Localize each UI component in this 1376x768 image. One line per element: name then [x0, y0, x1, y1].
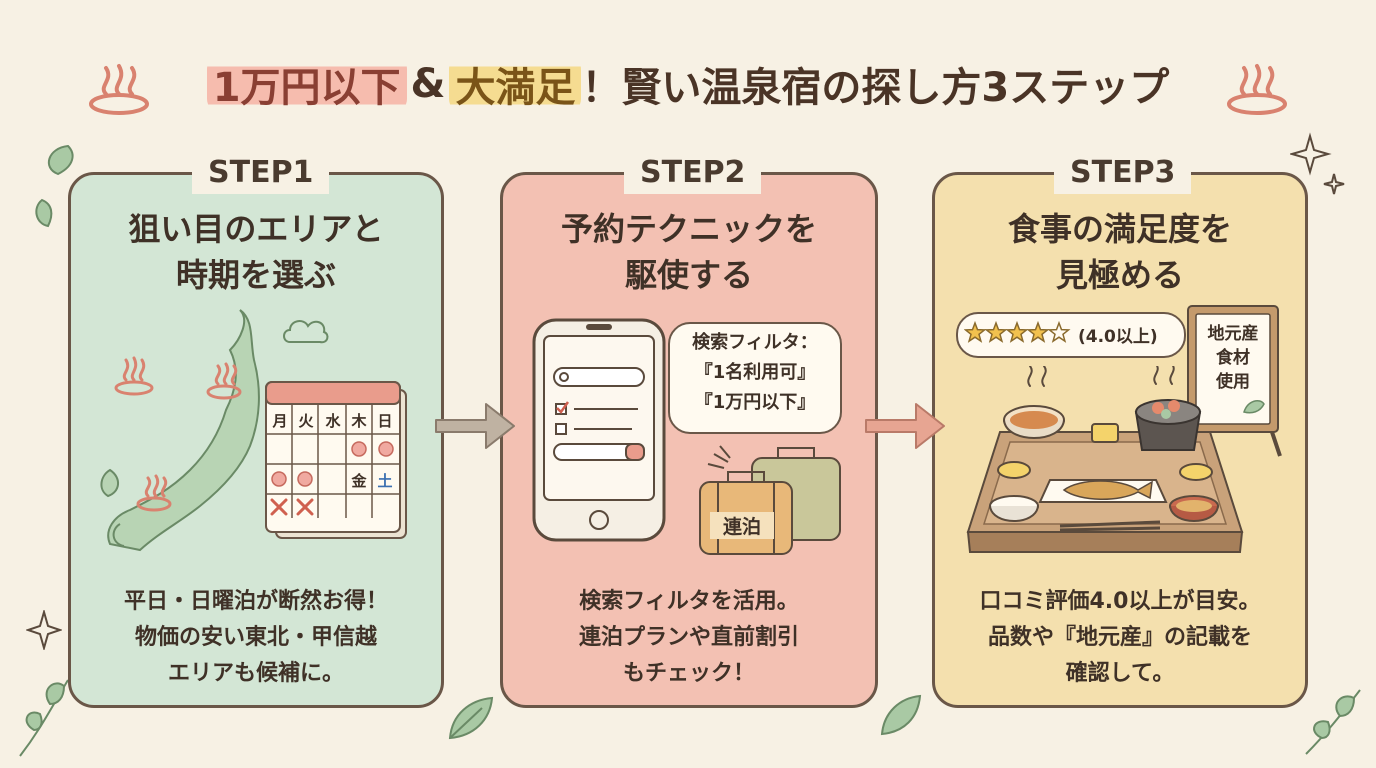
suitcase-illustration	[699, 445, 841, 555]
title-ampersand: &	[410, 61, 446, 107]
step2-label: STEP2	[624, 150, 762, 194]
japan-map-illustration	[100, 309, 260, 552]
star-icon	[964, 320, 987, 343]
leaf-icon-top-left	[35, 144, 74, 228]
rating-text: (4.0以上)	[1078, 327, 1158, 347]
onsen-icon-left	[89, 64, 149, 115]
suitcase-label-consecutive-nights: 連泊	[710, 512, 774, 539]
sparkle-icon-bottom-left	[26, 610, 62, 650]
step3-body: 口コミ評価4.0以上が目安。 品数や『地元産』の記載を 確認して。	[979, 589, 1261, 686]
rating-stars	[964, 320, 1071, 343]
step2-body: 検索フィルタを活用。 連泊プランや直前割引 もチェック！	[578, 589, 799, 686]
step1-label: STEP1	[192, 150, 330, 194]
step2-card	[500, 172, 878, 708]
search-filter-bubble: 検索フィルタ： 『1名利用可』 『1万円以下』	[668, 322, 842, 434]
meal-tray-illustration	[966, 366, 1244, 553]
calendar-mark-fri: 金	[351, 472, 367, 490]
calendar-day-tue: 火	[298, 412, 314, 430]
page-title: 1万円以下 & 大満足 ！賢い温泉宿の探し方3ステップ	[0, 44, 1376, 124]
calendar-day-wed: 水	[325, 412, 341, 430]
step3-heading: 食事の満足度を 見極める	[1007, 210, 1232, 294]
calendar-day-mon: 月	[272, 412, 288, 430]
sparkle-icon-top-right	[1290, 132, 1345, 195]
step3-label: STEP3	[1054, 150, 1192, 194]
step2-heading: 予約テクニックを 駆使する	[560, 210, 817, 294]
leaf-icon-bottom-right-center	[880, 694, 922, 736]
step1-body: 平日・日曜泊が断然お得！ 物価の安い東北・甲信越 エリアも候補に。	[123, 589, 388, 686]
star-icon	[1026, 320, 1050, 343]
title-highlight-price: 1万円以下	[206, 55, 407, 113]
calendar-day-thu: 木	[351, 412, 367, 430]
leaf-icon-bottom-middle	[448, 696, 494, 740]
leaf-icon-bottom-right	[1305, 689, 1361, 755]
calendar-illustration	[265, 381, 407, 539]
star-icon	[1005, 320, 1029, 343]
leaf-icon-bottom-left	[19, 679, 69, 757]
star-icon	[984, 320, 1008, 343]
title-rest: ！賢い温泉宿の探し方3ステップ	[581, 65, 1170, 111]
star-icon	[1047, 320, 1071, 343]
title-highlight-satisfaction: 大満足	[449, 55, 582, 113]
calendar-day-sun: 日	[377, 412, 393, 430]
cloud-icon	[283, 320, 329, 344]
arrow-icon-step2-to-step3	[865, 403, 945, 449]
step1-heading: 狙い目のエリアと 時期を選ぶ	[128, 210, 384, 294]
onsen-icon-right	[1227, 64, 1287, 115]
sign-text: 地元産 食材 使用	[1207, 324, 1259, 392]
calendar-mark-sat: 土	[377, 472, 393, 490]
smartphone-illustration	[532, 318, 666, 542]
arrow-icon-step1-to-step2	[435, 403, 515, 449]
